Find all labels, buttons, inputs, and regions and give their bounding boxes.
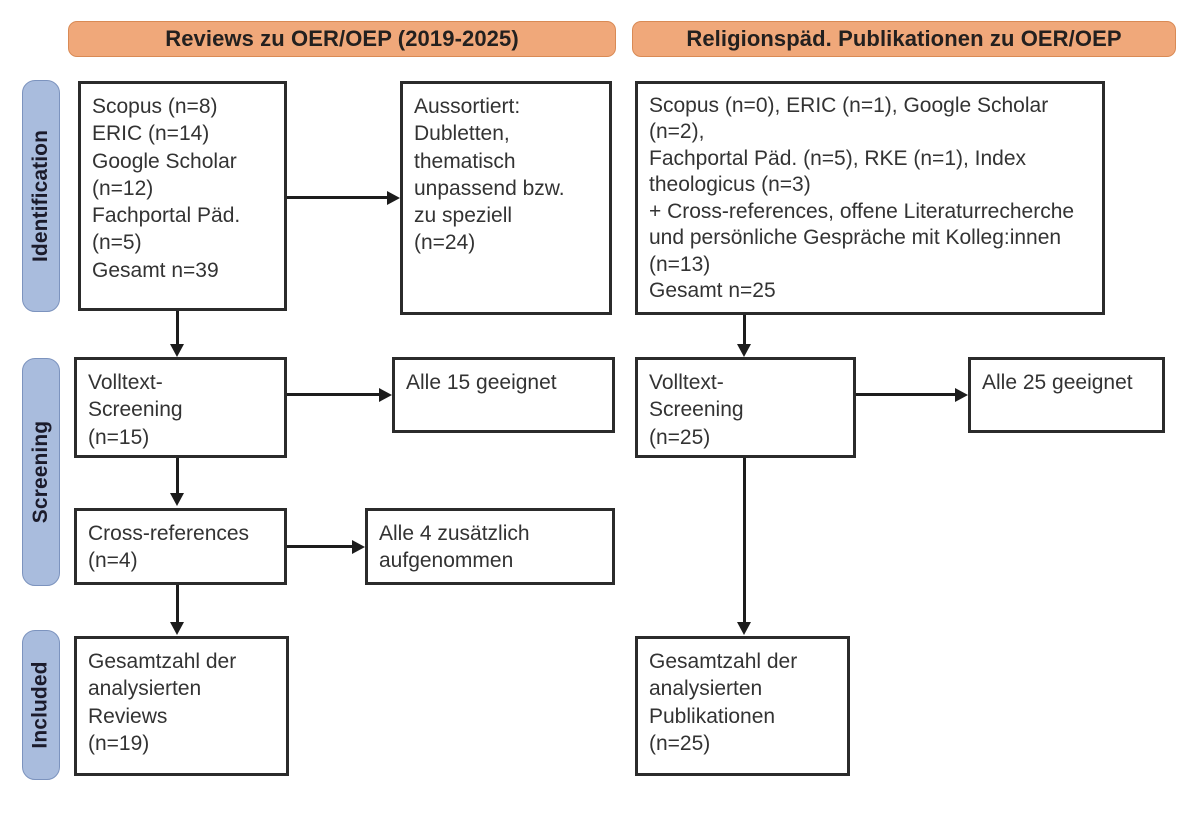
connector-right-fulltext-to-result [856,393,955,396]
column-header-left: Reviews zu OER/OEP (2019-2025) [68,21,616,57]
stage-label-included: Included [22,630,60,780]
arrowhead-left-fulltext-to-result [379,387,392,402]
connector-left-crossrefs-to-result [287,545,352,548]
connector-left-sources-to-excluded [287,196,387,199]
column-header-right: Religionspäd. Publikationen zu OER/OEP [632,21,1176,57]
arrowhead-left-sources-to-fulltext [170,344,184,357]
node-left-fulltext-result: Alle 15 geeignet [392,357,615,433]
connector-left-crossrefs-to-included [176,585,179,622]
connector-right-sources-to-fulltext [743,315,746,344]
stage-label-included-text: Included [29,661,53,749]
node-left-crossrefs-result: Alle 4 zusätzlich aufgenommen [365,508,615,585]
arrowhead-right-fulltext-to-result [955,387,968,402]
connector-right-fulltext-to-included [743,458,746,622]
arrowhead-left-crossrefs-to-result [352,539,365,554]
node-left-excluded: Aussortiert: Dubletten, thematisch unpas… [400,81,612,315]
node-left-included-total: Gesamtzahl der analysierten Reviews (n=1… [74,636,289,776]
stage-label-screening-text: Screening [29,420,52,524]
connector-left-sources-to-fulltext [176,311,179,344]
node-left-sources: Scopus (n=8) ERIC (n=14) Google Scholar … [78,81,287,311]
node-left-crossrefs: Cross-references (n=4) [74,508,287,585]
stage-label-identification-text: Identification [29,129,53,263]
node-left-fulltext-screening: Volltext- Screening (n=15) [74,357,287,458]
node-right-included-total: Gesamtzahl der analysierten Publikatione… [635,636,850,776]
arrowhead-left-crossrefs-to-included [170,622,184,635]
node-right-fulltext-screening: Volltext- Screening (n=25) [635,357,856,458]
stage-label-identification: Identification [22,80,60,312]
arrowhead-left-fulltext-to-crossrefs [170,493,184,506]
node-right-sources: Scopus (n=0), ERIC (n=1), Google Scholar… [635,81,1105,315]
node-right-fulltext-result: Alle 25 geeignet [968,357,1165,433]
arrowhead-right-fulltext-to-included [737,622,751,635]
connector-left-fulltext-to-crossrefs [176,458,179,493]
connector-left-fulltext-to-result [287,393,379,396]
stage-label-screening: Screening [22,358,60,586]
arrowhead-right-sources-to-fulltext [737,344,751,357]
arrowhead-left-sources-to-excluded [387,190,400,205]
